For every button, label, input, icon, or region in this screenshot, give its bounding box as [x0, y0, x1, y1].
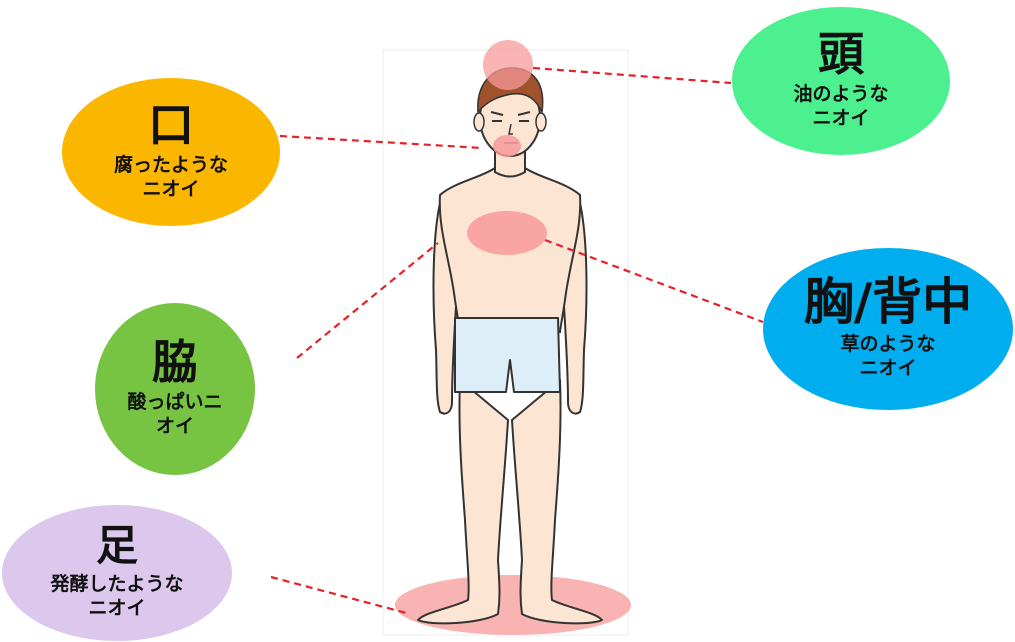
left-ear	[474, 113, 484, 131]
head-desc-line-2: ニオイ	[793, 107, 888, 131]
leader-line-armpit	[297, 243, 438, 358]
armpit-bubble: 脇 酸っぱいニ オイ	[95, 303, 255, 475]
head-bubble: 頭 油のような ニオイ	[732, 7, 950, 155]
shorts	[455, 318, 560, 392]
mouth-label: 口	[148, 102, 194, 148]
mouth-desc-line-1: 腐ったような	[114, 154, 228, 178]
chest-back-label: 胸/背中	[804, 277, 972, 327]
chest-back-description: 草のような ニオイ	[840, 333, 935, 381]
mouth-description: 腐ったような ニオイ	[114, 154, 228, 202]
leader-line-mouth	[280, 136, 482, 148]
foot-bubble: 足 発酵したような ニオイ	[2, 505, 232, 641]
right-ear	[536, 113, 546, 131]
chest-back-bubble: 胸/背中 草のような ニオイ	[763, 248, 1013, 410]
foot-hotspot	[395, 575, 631, 635]
chest-desc-line-1: 草のような	[840, 333, 935, 357]
mouth-desc-line-2: ニオイ	[114, 178, 228, 202]
head-hotspot	[483, 40, 533, 90]
armpit-desc-line-2: オイ	[127, 415, 222, 439]
foot-desc-line-2: ニオイ	[50, 597, 183, 621]
armpit-description: 酸っぱいニ オイ	[127, 391, 222, 439]
head-desc-line-1: 油のような	[793, 83, 888, 107]
chest-desc-line-2: ニオイ	[840, 357, 935, 381]
leader-line-head	[533, 68, 731, 83]
foot-desc-line-1: 発酵したような	[50, 573, 183, 597]
foot-description: 発酵したような ニオイ	[50, 573, 183, 621]
mouth-hotspot	[493, 135, 521, 157]
leader-line-foot	[271, 577, 410, 614]
foot-label: 足	[96, 525, 138, 567]
head-label: 頭	[818, 31, 864, 77]
head-description: 油のような ニオイ	[793, 83, 888, 131]
chest-hotspot	[467, 211, 547, 255]
armpit-label: 脇	[152, 339, 198, 385]
mouth-bubble: 口 腐ったような ニオイ	[62, 78, 280, 226]
armpit-desc-line-1: 酸っぱいニ	[127, 391, 222, 415]
